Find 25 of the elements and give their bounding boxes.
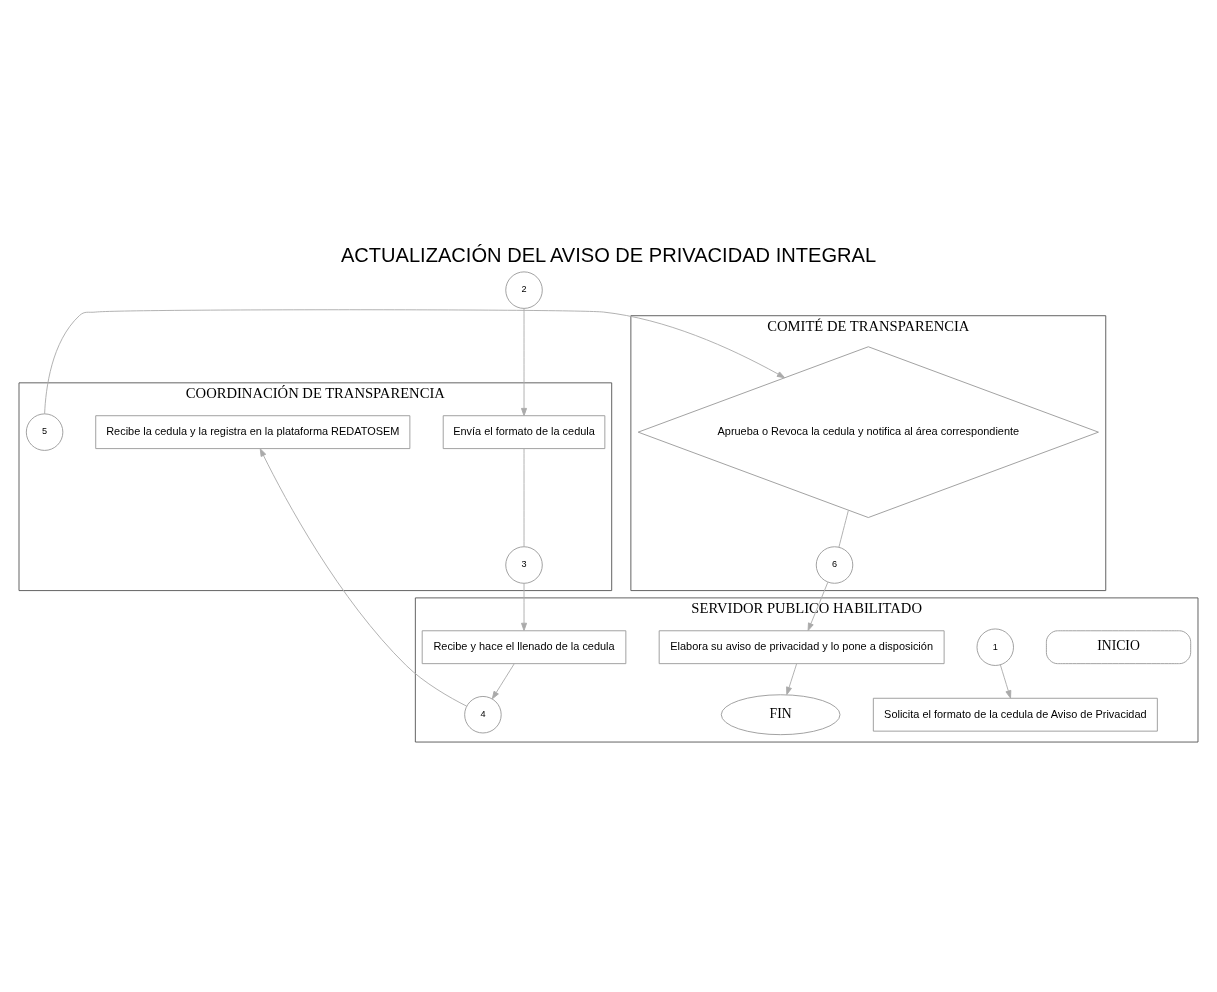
node-diamond: Aprueba o Revoca la cedula y notifica al área correspondiente bbox=[637, 346, 1099, 518]
diagram-title: ACTUALIZACIÓN DEL AVISO DE PRIVACIDAD INTEGRAL bbox=[340, 244, 877, 267]
arrow bbox=[44, 309, 786, 415]
node-box: Solicita el formato de la cedula de Aviso de Privacidad bbox=[872, 697, 1158, 732]
node-circle: 5 bbox=[25, 413, 64, 451]
connector bbox=[523, 448, 525, 547]
node-box: Elabora su aviso de privacidad y lo pone a disposición bbox=[658, 630, 945, 665]
arrow bbox=[786, 663, 798, 696]
arrow bbox=[521, 582, 528, 631]
node-box: INICIO bbox=[1045, 630, 1192, 665]
node-circle: 4 bbox=[464, 696, 502, 734]
node-circle: 1 bbox=[976, 628, 1014, 666]
node-circle: 3 bbox=[505, 546, 543, 584]
arrow bbox=[259, 448, 467, 707]
node-box: Recibe la cedula y la registra en la plataforma REDATOSEM bbox=[95, 415, 411, 450]
node-box: Envía el formato de la cedula bbox=[442, 415, 606, 450]
connector bbox=[838, 509, 849, 548]
node-circle: 6 bbox=[815, 546, 854, 584]
node-circle: 2 bbox=[505, 271, 543, 309]
node-ellipse: FIN bbox=[720, 694, 841, 736]
arrow bbox=[999, 664, 1012, 699]
node-box: Recibe y hace el llenado de la cedula bbox=[421, 630, 627, 665]
arrow bbox=[807, 581, 829, 632]
arrow bbox=[491, 663, 515, 700]
arrow bbox=[521, 308, 528, 417]
